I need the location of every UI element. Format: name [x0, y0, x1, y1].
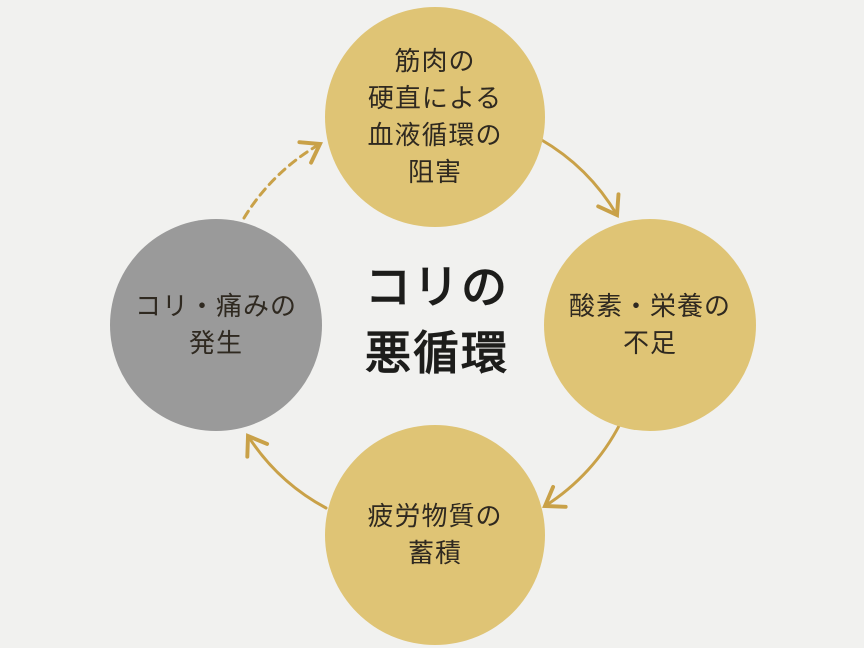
- arrow-bottom-to-left: [245, 433, 328, 510]
- node-text-line: 血液循環の: [367, 120, 503, 150]
- node-text-line: 発生: [188, 328, 243, 358]
- node-text-line: 酸素・栄養の: [568, 291, 731, 322]
- node-text: 疲労物質の 蓄積: [367, 498, 502, 572]
- node-oxygen-nutrient-shortage: 酸素・栄養の 不足: [544, 219, 756, 431]
- arrow-left-to-top: [242, 140, 323, 220]
- node-text: 筋肉の 硬直による 血液循環の 阻害: [367, 43, 502, 191]
- node-muscle-rigidity: 筋肉の 硬直による 血液循環の 阻害: [325, 7, 545, 227]
- node-text-line: 阻害: [407, 156, 462, 187]
- node-text-line: コリ・痛みの: [134, 291, 297, 322]
- node-text-line: 疲労物質の: [367, 501, 503, 532]
- node-text-line: 筋肉の: [394, 46, 476, 77]
- node-text-line: 不足: [622, 328, 677, 358]
- diagram-title-line: 悪循環: [365, 327, 509, 379]
- arrow-right-to-bottom: [542, 422, 622, 509]
- diagram-title: コリの 悪循環: [327, 254, 547, 386]
- node-stiffness-pain-onset: コリ・痛みの 発生: [110, 219, 322, 431]
- node-text: コリ・痛みの 発生: [135, 288, 297, 362]
- node-text: 酸素・栄養の 不足: [569, 288, 731, 362]
- node-text-line: 蓄積: [407, 538, 462, 568]
- diagram-title-line: コリの: [365, 261, 509, 313]
- node-text-line: 硬直による: [367, 83, 503, 114]
- node-fatigue-substance-buildup: 疲労物質の 蓄積: [325, 425, 545, 645]
- arrow-top-to-right: [538, 137, 621, 218]
